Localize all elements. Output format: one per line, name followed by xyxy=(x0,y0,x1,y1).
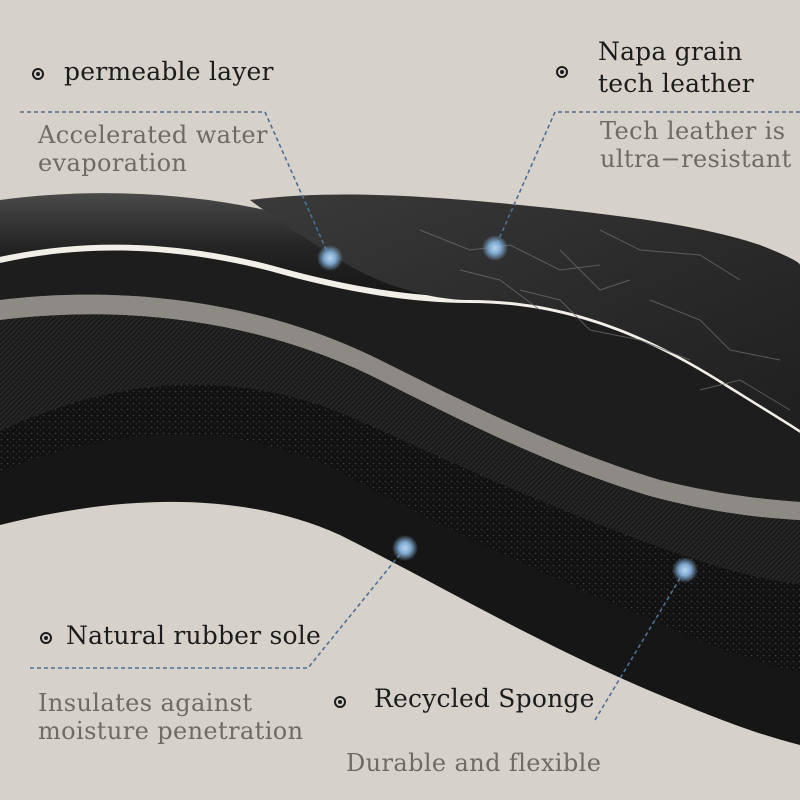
leader-rubber xyxy=(30,547,406,669)
napa-leather-layer-shape xyxy=(250,194,800,430)
rubber-sole-description-line-2: moisture penetration xyxy=(38,717,304,745)
bullet-sponge-icon xyxy=(334,696,346,708)
rubber-sole-title: Natural rubber sole xyxy=(66,621,321,650)
marble-veins xyxy=(419,229,791,411)
leader-napa xyxy=(494,111,800,249)
rubber-sole-shape xyxy=(0,432,800,745)
rubber-sole-description-line-1: Insulates against xyxy=(38,689,253,717)
permeable-layer-title: permeable layer xyxy=(64,57,274,86)
hotspot-sponge-icon[interactable] xyxy=(672,557,698,583)
rubber-sole-layer xyxy=(0,482,800,800)
permeable-layer-body xyxy=(0,250,800,502)
hotspot-rubber-icon[interactable] xyxy=(392,535,418,561)
hotspot-napa-icon[interactable] xyxy=(482,235,508,261)
napa-leather-title-line-1: Napa grain xyxy=(598,37,743,66)
bullet-rubber-icon xyxy=(40,632,52,644)
sponge-layer-shape xyxy=(0,383,800,672)
leader-permeable xyxy=(20,111,331,259)
sponge-title: Recycled Sponge xyxy=(374,684,595,713)
permeable-layer-shape xyxy=(0,193,470,300)
napa-leather-title-line-2: tech leather xyxy=(598,69,754,98)
permeable-layer-description-line-2: evaporation xyxy=(38,149,188,177)
mesh-layer-shape xyxy=(0,314,800,584)
gray-separator-band xyxy=(0,294,800,520)
hotspot-permeable-icon[interactable] xyxy=(317,245,343,271)
bullet-permeable-icon xyxy=(32,68,44,80)
permeable-layer-description-line-1: Accelerated water xyxy=(38,121,268,149)
leader-sponge xyxy=(594,569,686,721)
sponge-description: Durable and flexible xyxy=(346,749,602,777)
bullet-napa-icon xyxy=(556,66,568,78)
napa-leather-description-line-1: Tech leather is xyxy=(600,117,786,145)
leader-lines xyxy=(20,111,800,721)
napa-leather-description-line-2: ultra−resistant xyxy=(600,145,792,173)
